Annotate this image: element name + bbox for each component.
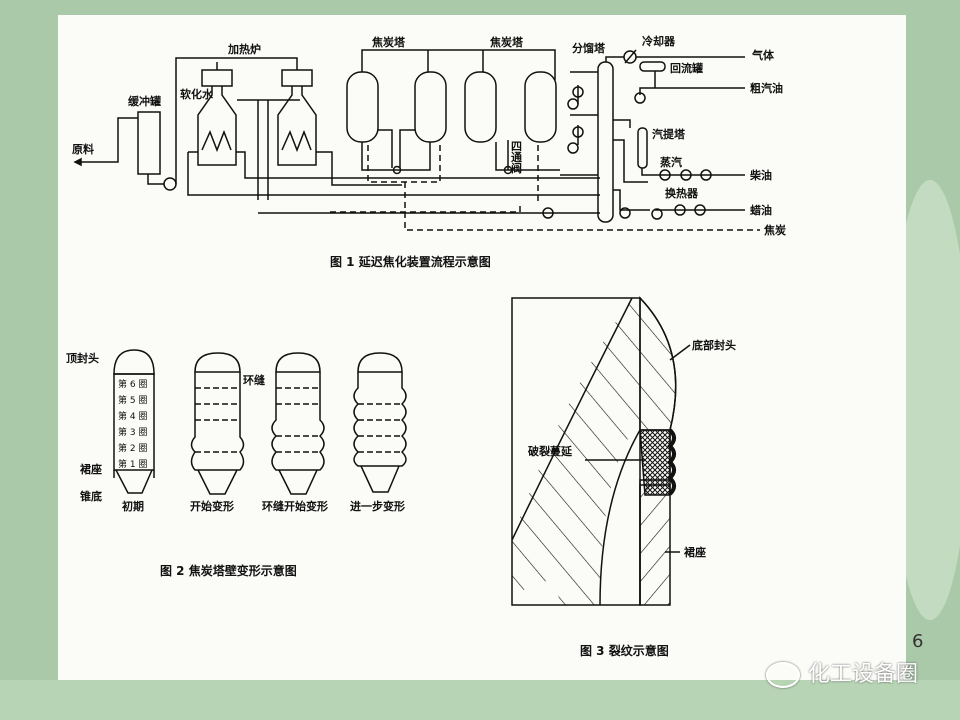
drum-initial: 第 6 圈 第 5 圈 第 4 圈 第 3 圈 第 2 圈 第 1 圈 bbox=[113, 349, 155, 494]
heat-exchanger-icon bbox=[659, 169, 671, 181]
pump-icon bbox=[572, 86, 584, 98]
drum-weld-deform bbox=[271, 352, 325, 495]
ring-label: 第 5 圈 bbox=[118, 394, 147, 406]
pump-icon bbox=[542, 207, 554, 219]
heat-exchanger-icon bbox=[674, 204, 686, 216]
stage-label: 进一步变形 bbox=[350, 499, 405, 513]
pump-icon bbox=[163, 177, 177, 191]
pump-icon bbox=[634, 92, 646, 104]
label-coke-drum-a: 焦炭塔 bbox=[371, 35, 406, 49]
figure-2-caption: 图 2 焦炭塔壁变形示意图 bbox=[160, 563, 297, 578]
label-wax-oil: 蜡油 bbox=[750, 203, 772, 217]
label-steam: 蒸汽 bbox=[660, 155, 682, 169]
label-coke-drum-b: 焦炭塔 bbox=[489, 35, 524, 49]
wechat-icon bbox=[766, 662, 800, 688]
label-coke: 焦炭 bbox=[763, 223, 786, 237]
label-diesel: 柴油 bbox=[749, 168, 772, 182]
label-skirt: 裙座 bbox=[80, 462, 102, 476]
figure-2-drum-deformation: 顶封头 裙座 锥底 环缝 第 6 圈 第 5 圈 第 4 圈 第 3 圈 第 2… bbox=[66, 349, 407, 578]
furnace-1 bbox=[197, 69, 237, 166]
label-crack-spread: 破裂蔓延 bbox=[528, 444, 573, 458]
fractionator-column bbox=[597, 61, 614, 223]
label-fractionator: 分馏塔 bbox=[572, 41, 606, 55]
stage-label: 环缝开始变形 bbox=[262, 499, 328, 513]
reflux-drum bbox=[639, 61, 666, 72]
stage-label: 初期 bbox=[122, 499, 144, 513]
label-top-head: 顶封头 bbox=[66, 351, 99, 365]
ring-label: 第 1 圈 bbox=[118, 458, 147, 470]
ring-label: 第 3 圈 bbox=[118, 426, 147, 438]
label-gas: 气体 bbox=[751, 48, 775, 62]
label-cooler: 冷却器 bbox=[642, 34, 676, 48]
label-four-way-valve: 四通阀 bbox=[511, 140, 522, 175]
drum-further-deform bbox=[353, 352, 407, 493]
label-skirt: 裙座 bbox=[684, 545, 706, 559]
coke-drum-3 bbox=[464, 71, 497, 143]
ring-label: 第 4 圈 bbox=[118, 410, 147, 422]
label-stripper: 汽提塔 bbox=[652, 127, 686, 141]
coke-drum-2 bbox=[414, 71, 447, 143]
furnace-2 bbox=[277, 69, 317, 166]
label-furnace: 加热炉 bbox=[227, 42, 261, 56]
arrow-icon bbox=[73, 157, 82, 167]
watermark-text: 化工设备圈 bbox=[808, 662, 919, 687]
crack-region bbox=[639, 429, 671, 496]
label-buffer-tank: 缓冲罐 bbox=[128, 94, 161, 108]
pump-icon bbox=[700, 169, 712, 181]
figure-1-caption: 图 1 延迟焦化装置流程示意图 bbox=[330, 254, 491, 269]
label-reflux-drum: 回流罐 bbox=[670, 61, 703, 75]
label-girth-weld: 环缝 bbox=[243, 373, 265, 387]
watermark: 化工设备圈 bbox=[766, 662, 918, 688]
page-number: 6 bbox=[912, 631, 924, 652]
stage-label: 开始变形 bbox=[190, 499, 234, 513]
figure-3-caption: 图 3 裂纹示意图 bbox=[580, 643, 669, 658]
ring-label: 第 6 圈 bbox=[118, 378, 147, 390]
buffer-tank bbox=[137, 111, 161, 175]
figure-3-crack: 底部封头 破裂蔓延 裙座 图 3 裂纹示意图 bbox=[511, 296, 736, 658]
feed-line bbox=[75, 117, 138, 163]
slide-content: 原料 缓冲罐 加热炉 软化水 焦炭塔 焦炭塔 四通阀 bbox=[58, 15, 906, 680]
figure-1-process-flow: 原料 缓冲罐 加热炉 软化水 焦炭塔 焦炭塔 四通阀 bbox=[72, 34, 786, 269]
label-crude-gasoline: 粗汽油 bbox=[750, 81, 783, 95]
drum-start-deform bbox=[190, 352, 245, 495]
coke-drum-4 bbox=[524, 71, 557, 143]
label-bottom-head: 底部封头 bbox=[692, 338, 736, 352]
four-way-valve-icon bbox=[392, 165, 402, 175]
label-cone-bottom: 锥底 bbox=[80, 489, 102, 503]
stripper-column bbox=[637, 127, 648, 169]
label-feed: 原料 bbox=[72, 142, 94, 156]
pump-icon bbox=[651, 208, 663, 220]
label-soft-water: 软化水 bbox=[180, 87, 214, 101]
diagram-canvas: 原料 缓冲罐 加热炉 软化水 焦炭塔 焦炭塔 四通阀 bbox=[66, 34, 786, 658]
label-heat-exchanger: 换热器 bbox=[665, 186, 699, 200]
four-way-valve-icon bbox=[503, 165, 513, 175]
ring-label: 第 2 圈 bbox=[118, 442, 147, 454]
coke-drum-1 bbox=[346, 71, 379, 143]
